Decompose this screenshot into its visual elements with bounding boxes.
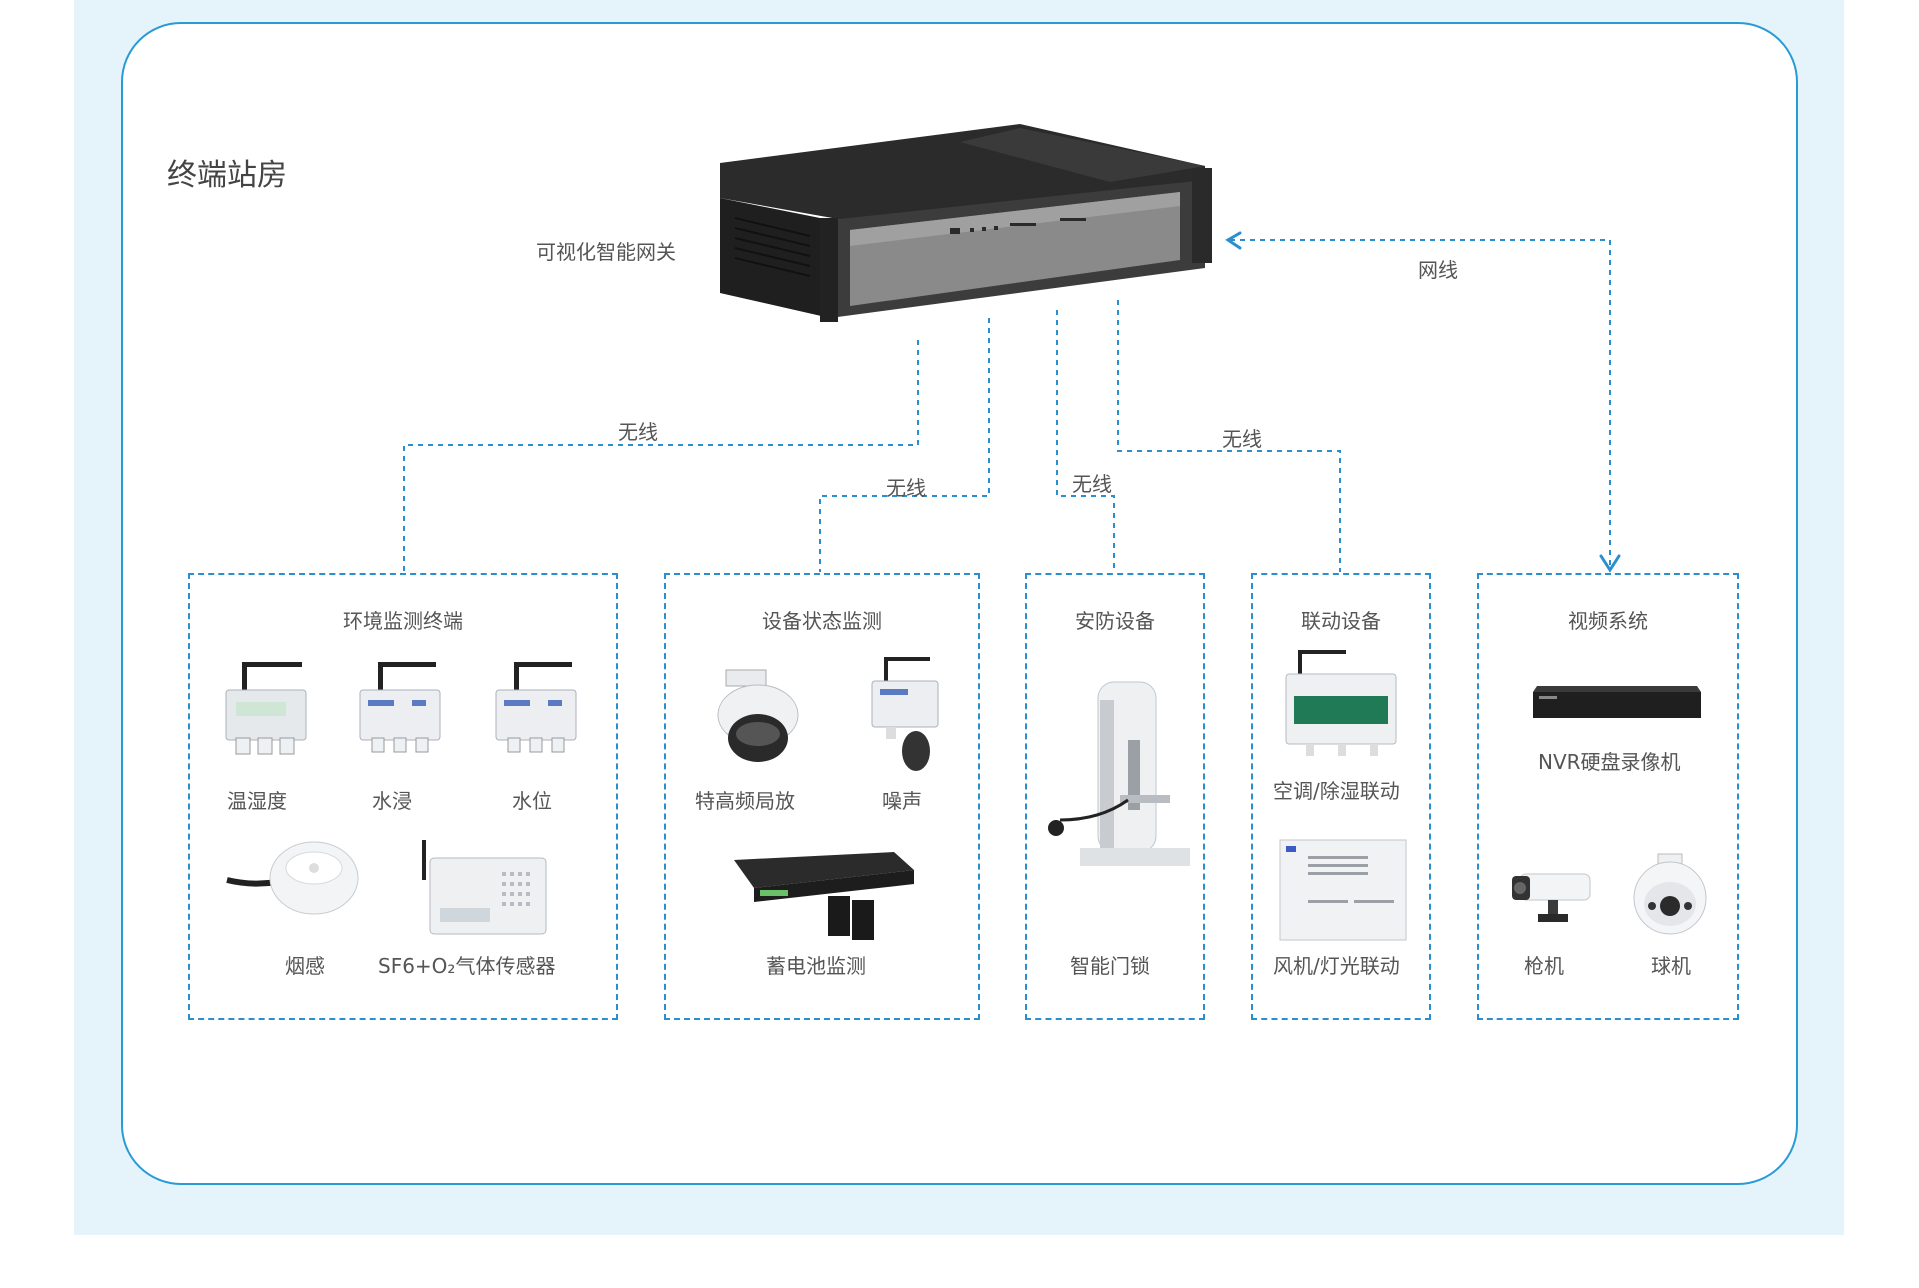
group-video: 视频系统 <box>1477 573 1739 1020</box>
bullet-camera-icon <box>1512 873 1591 922</box>
label-noise: 噪声 <box>882 789 922 813</box>
ac-dehumidifier-controller-icon <box>1285 650 1397 756</box>
water-level-sensor-icon <box>495 662 577 753</box>
group-device: 设备状态监测 <box>664 573 980 1020</box>
smart-lock-icon <box>1048 681 1190 866</box>
arrow-left-icon <box>1225 231 1242 250</box>
battery-monitor-icon <box>734 852 914 940</box>
gateway-label: 可视化智能网关 <box>536 240 676 264</box>
label-smart-lock: 智能门锁 <box>1070 954 1150 978</box>
label-battery: 蓄电池监测 <box>766 954 866 978</box>
label-gas-sensor: SF6+O₂气体传感器 <box>378 954 556 978</box>
label-bullet-camera: 枪机 <box>1524 954 1564 978</box>
wireless-label-linkage: 无线 <box>1222 427 1262 451</box>
label-dome-camera: 球机 <box>1651 954 1691 978</box>
label-water-leak: 水浸 <box>372 789 412 813</box>
wire-env <box>403 340 919 572</box>
water-leak-sensor-icon <box>359 662 441 753</box>
label-fan-light: 风机/灯光联动 <box>1273 954 1400 978</box>
fan-light-controller-icon <box>1279 839 1407 941</box>
smoke-detector-icon <box>226 841 359 915</box>
wire-security <box>1056 310 1115 572</box>
group-linkage-title: 联动设备 <box>1301 609 1381 633</box>
wireless-label-device: 无线 <box>886 476 926 500</box>
label-nvr: NVR硬盘录像机 <box>1538 750 1681 774</box>
label-smoke: 烟感 <box>285 954 325 978</box>
label-water-level: 水位 <box>512 789 552 813</box>
noise-sensor-icon <box>871 657 939 771</box>
group-video-title: 视频系统 <box>1568 609 1648 633</box>
uhf-pd-camera-icon <box>717 669 799 762</box>
wireless-label-security: 无线 <box>1072 472 1112 496</box>
gas-sensor-icon <box>422 840 547 935</box>
wire-device <box>819 318 990 572</box>
wired-label-video: 网线 <box>1418 258 1458 282</box>
label-ac-dehumidifier: 空调/除湿联动 <box>1273 779 1400 803</box>
page-title: 终端站房 <box>167 158 287 193</box>
arrow-down-icon <box>1599 554 1621 573</box>
group-env: 环境监测终端 <box>188 573 618 1020</box>
humidity-sensor-icon <box>225 662 307 755</box>
nvr-recorder-icon <box>1533 686 1701 718</box>
group-linkage: 联动设备 <box>1251 573 1431 1020</box>
wire-linkage <box>1117 300 1341 572</box>
label-uhf-pd: 特高频局放 <box>695 789 795 813</box>
wire-video <box>1230 239 1611 566</box>
label-humidity: 温湿度 <box>227 789 287 813</box>
group-security: 安防设备 <box>1025 573 1205 1020</box>
group-device-title: 设备状态监测 <box>762 609 882 633</box>
group-env-title: 环境监测终端 <box>343 609 463 633</box>
group-security-title: 安防设备 <box>1075 609 1155 633</box>
wireless-label-env: 无线 <box>618 420 658 444</box>
rack-gateway-icon <box>720 124 1212 322</box>
dome-camera-icon <box>1633 853 1707 935</box>
